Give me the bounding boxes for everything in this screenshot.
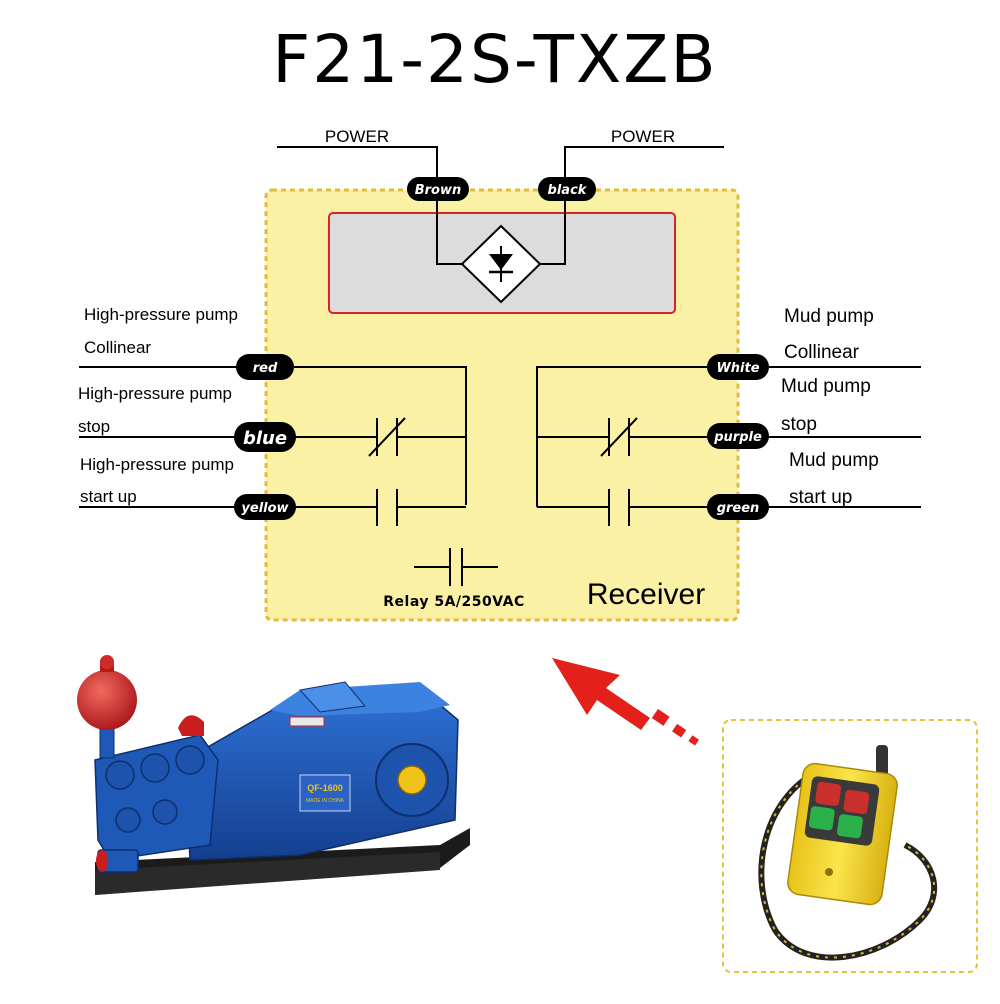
wire-tag-blue: blue: [234, 422, 296, 452]
label-mud-stop: stop: [781, 414, 817, 435]
label-hp-collinear: Collinear: [84, 338, 151, 357]
signal-arrow-icon: [552, 658, 699, 746]
wire-tag-purple: purple: [707, 423, 769, 449]
wire-tag-black: black: [538, 177, 596, 201]
wire-tag-green: green: [707, 494, 769, 520]
wire-white-common: [536, 366, 921, 507]
svg-text:red: red: [253, 361, 278, 376]
wire-tag-white: White: [707, 354, 769, 380]
label-mud-collinear: Collinear: [784, 342, 860, 363]
relay-symbol-icon: [414, 548, 498, 586]
no-contact-right-icon: [608, 489, 630, 526]
wire-tag-red: red: [236, 354, 294, 380]
label-mud-start-up: start up: [789, 487, 852, 508]
label-mud-pump-2: Mud pump: [781, 376, 871, 397]
svg-text:purple: purple: [713, 430, 762, 445]
power-label-left: POWER: [325, 127, 389, 146]
label-hp-stop: stop: [78, 417, 110, 436]
relay-label: Relay 5A/250VAC: [383, 594, 525, 610]
label-mud-pump-3: Mud pump: [789, 450, 879, 471]
wire-tag-yellow: yellow: [234, 494, 296, 520]
power-label-right: POWER: [611, 127, 675, 146]
svg-text:White: White: [716, 361, 759, 376]
rectifier-input-right: [540, 200, 566, 265]
label-hp-pump-3: High-pressure pump: [80, 455, 234, 474]
wire-red-common: [79, 366, 467, 505]
svg-text:blue: blue: [243, 428, 287, 449]
bridge-rectifier-icon: [460, 224, 542, 304]
rectifier-input-left: [436, 200, 462, 265]
mud-pump-illustration-icon: QF-1600 MADE IN CHINA: [77, 655, 470, 895]
svg-text:black: black: [548, 183, 588, 198]
label-hp-start-up: start up: [80, 487, 137, 506]
label-hp-pump-1: High-pressure pump: [84, 305, 238, 324]
svg-text:yellow: yellow: [241, 501, 289, 516]
nc-contact-right-icon: [600, 417, 638, 457]
receiver-label: Receiver: [587, 578, 705, 611]
label-mud-pump-1: Mud pump: [784, 306, 874, 327]
nc-contact-left-icon: [368, 417, 406, 457]
svg-text:green: green: [717, 501, 760, 516]
label-hp-pump-2: High-pressure pump: [78, 384, 232, 403]
svg-text:Brown: Brown: [415, 183, 462, 198]
pump-model-text: QF-1600: [307, 783, 343, 793]
remote-control-icon: [758, 745, 938, 961]
no-contact-left-icon: [376, 489, 398, 526]
wire-tag-brown: Brown: [407, 177, 469, 201]
pump-made-text: MADE IN CHINA: [306, 798, 344, 804]
page-title: F21-2S-TXZB: [272, 21, 717, 98]
